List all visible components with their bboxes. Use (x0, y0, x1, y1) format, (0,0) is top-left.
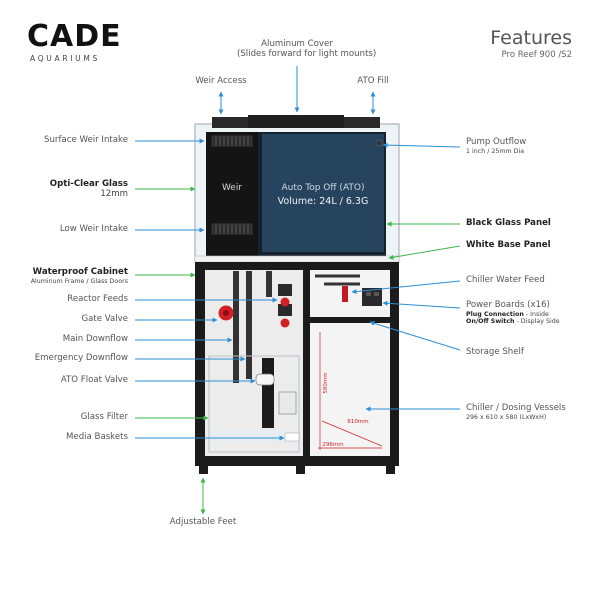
emergency-downflow-pipe (246, 271, 252, 379)
arrow-white-base (388, 245, 461, 260)
reactor-feed-valve-bottom (280, 318, 290, 328)
foot-middle (296, 466, 305, 474)
model-name: Pro Reef 900 /S2 (501, 50, 572, 60)
media-basket (278, 391, 297, 415)
label-power-boards: Power Boards (x16) Plug Connection - Ins… (466, 300, 560, 326)
white-base-panel (194, 255, 400, 263)
ato-float-valve (255, 373, 275, 386)
label-low-weir-intake: Low Weir Intake (59, 224, 128, 234)
volume-text: Volume: 24L / 6.3G (278, 196, 369, 207)
storage-shelf (310, 317, 390, 323)
display-tank (194, 115, 400, 263)
label-waterproof-cabinet: Waterproof Cabinet Aluminum Frame / Glas… (30, 267, 128, 285)
logo-tagline: AQUARIUMS (30, 54, 100, 63)
water-volume (262, 134, 384, 252)
label-aluminum-cover: Aluminum Cover (Slides forward for light… (237, 39, 377, 59)
arrow-chiller-feed (351, 280, 461, 295)
reactor-feed-pipe (266, 271, 272, 297)
dimension-width-line (321, 420, 383, 447)
label-opti-clear-glass: Opti-Clear Glass 12mm (49, 179, 128, 199)
label-adjustable-feet: Adjustable Feet (169, 517, 237, 527)
label-ato-float-valve: ATO Float Valve (60, 375, 128, 385)
label-gate-valve: Gate Valve (81, 314, 128, 324)
weir-text: Weir (222, 183, 242, 193)
reactor-feed-valve-top (280, 297, 290, 307)
label-reactor-feeds: Reactor Feeds (67, 294, 128, 304)
label-black-glass-panel: Black Glass Panel (466, 218, 551, 228)
foot-left (199, 466, 208, 474)
pump-outflow-nozzle (375, 139, 383, 147)
ato-fill-cover (344, 117, 380, 128)
label-storage-shelf: Storage Shelf (466, 347, 524, 357)
page-title: Features (490, 27, 572, 49)
main-downflow-pipe (233, 271, 239, 383)
dimension-width: 610mm (347, 419, 368, 425)
dimension-height: 580mm (323, 372, 329, 393)
label-surface-weir-intake: Surface Weir Intake (44, 135, 128, 145)
ato-text: Auto Top Off (ATO) (281, 183, 364, 193)
label-chiller-dosing-vessels: Chiller / Dosing Vessels 296 x 610 x 580… (466, 403, 566, 421)
arrow-storage-shelf (369, 320, 461, 351)
label-glass-filter: Glass Filter (80, 412, 128, 422)
label-main-downflow: Main Downflow (62, 334, 128, 344)
label-weir-access: Weir Access (195, 76, 247, 86)
cade-logo: CADE (27, 19, 122, 54)
label-chiller-water-feed: Chiller Water Feed (466, 275, 545, 285)
label-pump-outflow: Pump Outflow 1 inch / 25mm Dia (466, 137, 527, 155)
weir-access-cover (212, 117, 248, 128)
cabinet (195, 262, 399, 474)
chiller-valve (342, 286, 348, 302)
weir-compartment (206, 132, 258, 256)
dimension-length: 296mm (322, 442, 343, 448)
sump-water (212, 430, 298, 442)
label-white-base-panel: White Base Panel (466, 240, 551, 250)
arrow-pump-outflow (382, 142, 461, 148)
foot-right (386, 466, 395, 474)
arrow-power-boards (382, 300, 461, 309)
aluminum-cover (248, 115, 344, 128)
glass-filter (208, 355, 300, 453)
label-ato-fill: ATO Fill (357, 76, 389, 86)
label-media-baskets: Media Baskets (66, 432, 128, 442)
label-emergency-downflow: Emergency Downflow (34, 353, 128, 363)
sump-bay (205, 270, 303, 456)
